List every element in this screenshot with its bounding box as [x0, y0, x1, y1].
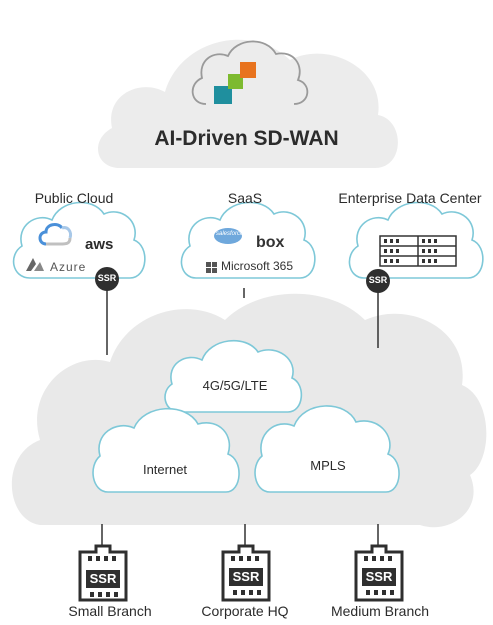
box-logo: box — [256, 234, 285, 251]
salesforce-icon — [214, 228, 242, 244]
ssr-label-corporate-hq: SSR — [232, 569, 260, 584]
aws-logo: aws — [85, 236, 114, 253]
salesforce-logo: salesforce — [216, 231, 244, 237]
ssr-label-medium-branch: SSR — [365, 569, 393, 584]
server-rack-icon — [379, 235, 457, 267]
public-cloud-shape — [12, 201, 146, 279]
azure-icon — [26, 258, 44, 271]
azure-logo: Azure — [50, 260, 87, 274]
lte-label: 4G/5G/LTE — [202, 378, 268, 393]
google-cloud-icon — [38, 223, 72, 246]
ssr-badge-public-cloud — [95, 267, 119, 291]
cloud-icon — [191, 40, 309, 105]
lte-cloud-shape — [164, 339, 303, 413]
ssr-badge-datacenter — [366, 269, 390, 293]
corporate-hq-label: Corporate HQ — [201, 603, 289, 619]
connector-lines — [101, 288, 379, 548]
ssr-label-public-cloud: SSR — [97, 273, 117, 283]
mpls-label: MPLS — [310, 458, 346, 473]
mpls-cloud-shape — [254, 405, 400, 493]
top-cloud-shape — [98, 39, 398, 168]
diagram-title: AI-Driven SD-WAN — [154, 127, 339, 150]
internet-label: Internet — [142, 462, 188, 477]
medium-branch-label: Medium Branch — [330, 603, 430, 619]
ssr-label-small-branch: SSR — [89, 571, 117, 586]
small-branch-label: Small Branch — [68, 603, 152, 619]
microsoft-365-logo: Microsoft 365 — [221, 259, 294, 273]
windows-icon — [206, 262, 217, 273]
saas-cloud-shape — [180, 201, 316, 279]
internet-cloud-shape — [92, 407, 240, 493]
datacenter-label: Enterprise Data Center — [338, 190, 482, 206]
saas-label: SaaS — [227, 190, 263, 206]
public-cloud-label: Public Cloud — [34, 190, 114, 206]
ssr-label-datacenter: SSR — [368, 275, 388, 285]
building-icon — [78, 544, 404, 602]
